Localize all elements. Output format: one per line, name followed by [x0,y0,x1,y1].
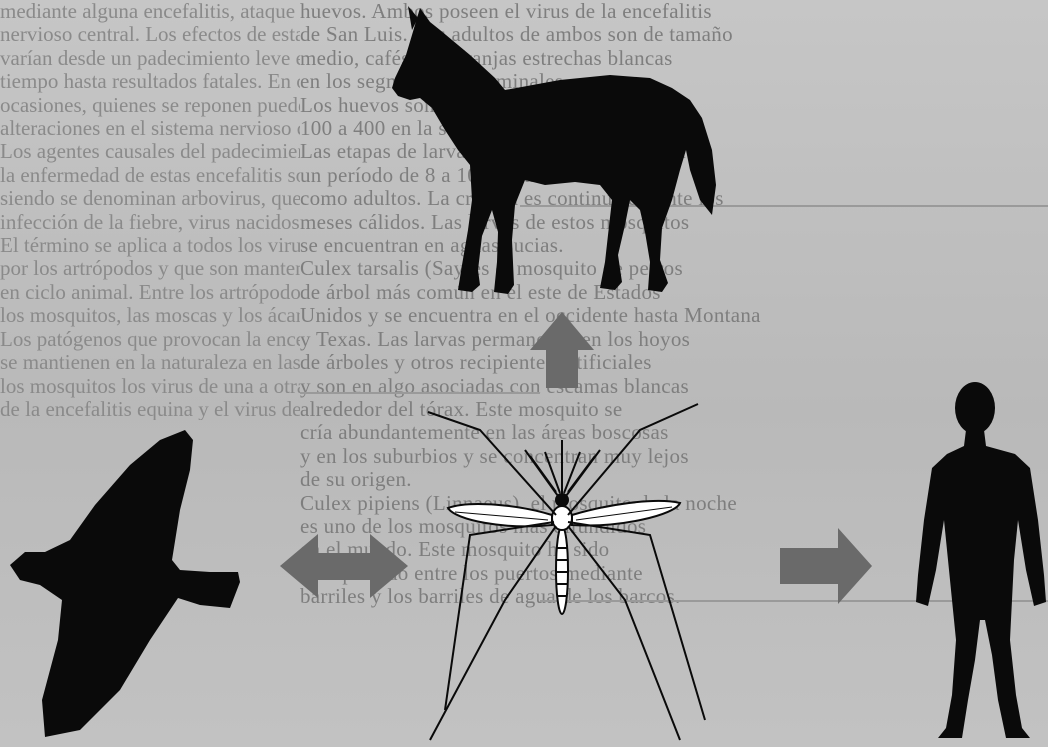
horse-silhouette [392,6,716,294]
human-silhouette [916,382,1046,738]
bird-silhouette [10,430,240,737]
arrow-bidirectional-icon [280,534,408,598]
arrow-up-icon [530,312,594,388]
mosquito-drawing [428,404,705,740]
arrow-right-icon [780,528,872,604]
